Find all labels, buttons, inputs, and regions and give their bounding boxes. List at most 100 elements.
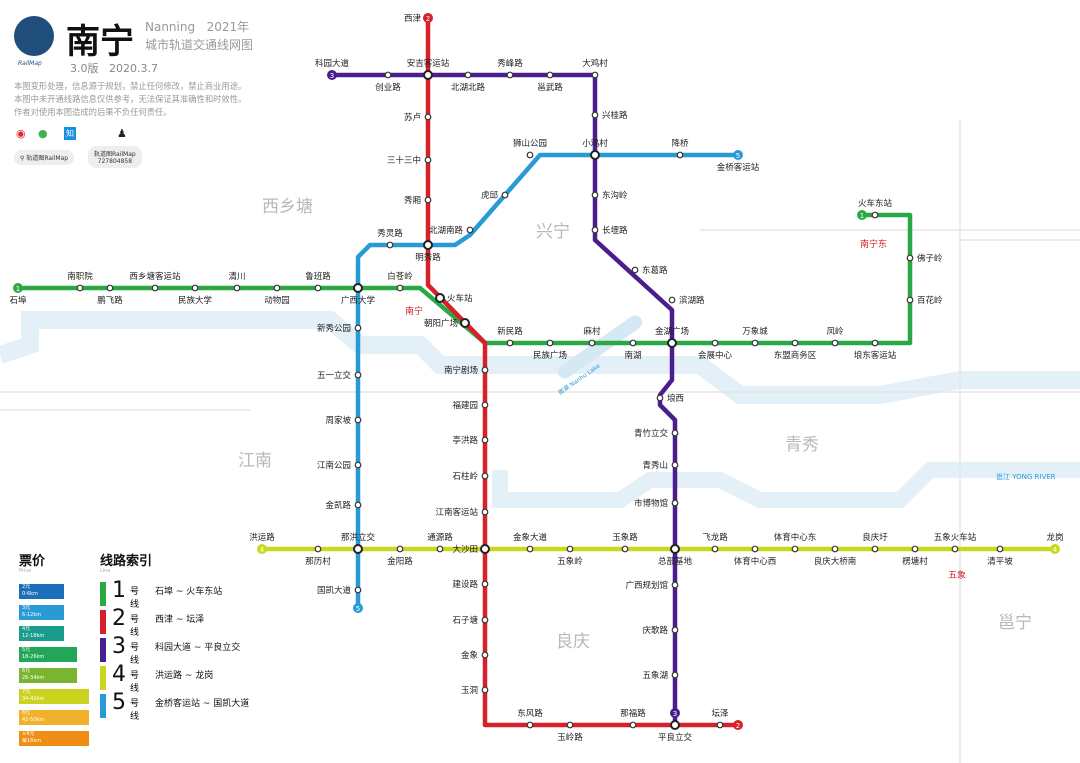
station[interactable]: 五象湖 [642,670,679,681]
station[interactable]: 石柱岭 [452,471,489,482]
station[interactable]: 秀厢 [404,195,432,206]
station[interactable]: 金象大道 [513,532,548,553]
station[interactable]: 五一立交 [317,370,362,381]
station[interactable]: 民族大学 [178,284,213,306]
station[interactable]: 兴桂路 [591,110,628,121]
station[interactable]: 新民路 [497,326,523,347]
station[interactable]: 坛泽 [711,708,729,729]
station[interactable]: 秀灵路 [377,228,403,249]
station[interactable]: 玉洞 [461,685,489,696]
station[interactable]: 秀峰路 [497,58,523,79]
station[interactable]: 火车东站 [858,198,893,219]
station[interactable]: 东风路 [517,708,543,729]
station[interactable]: 金凯路 [325,500,362,511]
station[interactable]: 三十三中 [387,155,432,166]
station[interactable]: 南职院 [67,271,93,292]
station[interactable]: 青竹立交 [634,428,679,439]
station[interactable]: 麻村 [583,326,601,347]
station-marker [526,151,534,159]
station[interactable]: 广西大学 [341,283,376,306]
station[interactable]: 大沙田 [452,544,490,555]
station[interactable]: 万象城 [742,326,768,347]
station[interactable]: 明秀路 [415,240,441,263]
station[interactable]: 埌东客运站 [854,339,897,361]
station[interactable]: 新秀公园 [317,323,362,334]
station[interactable]: 玉岭路 [557,721,583,743]
station[interactable]: 小鸡村 [582,138,608,160]
wechat-icon[interactable]: ● [38,127,48,140]
station[interactable]: 石子塘 [452,615,489,626]
station[interactable]: 福建园 [452,400,489,411]
station[interactable]: 总部基地 [658,544,693,567]
station[interactable]: 南宁剧场 [444,365,489,376]
station[interactable]: 降桥 [671,138,689,159]
station[interactable]: 苏卢 [404,112,432,123]
station[interactable]: 邕武路 [537,71,563,93]
station[interactable]: 金象 [461,650,489,661]
station[interactable]: 大鸡村 [582,58,608,79]
station[interactable]: 东沟岭 [591,190,628,201]
station[interactable]: 滨湖路 [668,295,705,306]
station[interactable]: 青秀山 [642,460,679,471]
station[interactable]: 东盟商务区 [774,339,817,361]
station[interactable]: 亭洪路 [452,435,489,446]
station[interactable]: 五象岭 [557,545,583,567]
station[interactable]: 体育中心东 [774,532,817,553]
station[interactable]: 北湖南路 [429,225,474,236]
station[interactable]: 动物园 [264,284,290,306]
metro-line-5[interactable] [355,152,738,608]
station[interactable]: 江南客运站 [435,507,489,518]
station[interactable]: 白苍岭 [387,271,413,292]
station[interactable]: 西乡塘客运站 [129,271,181,292]
station[interactable]: 通源路 [427,532,453,553]
station[interactable]: 江南公园 [317,460,362,471]
interchange-marker [460,318,470,328]
station[interactable]: 佛子岭 [906,253,943,264]
metro-line-3[interactable] [332,72,678,725]
station[interactable]: 那福路 [620,708,646,729]
station[interactable]: 民族广场 [533,339,567,361]
station[interactable]: 国凯大道 [317,585,362,596]
station[interactable]: 庆歌路 [642,625,679,636]
station[interactable]: 平良立交 [658,720,693,743]
station[interactable]: 楞塘村 [902,545,928,567]
station[interactable]: 清川 [228,271,246,292]
station[interactable]: 玉象路 [612,532,638,553]
station[interactable]: 体育中心西 [734,545,777,567]
station[interactable]: 北湖北路 [451,71,486,93]
station[interactable]: 五象火车站 [934,532,977,553]
station[interactable]: 那历村 [305,545,331,567]
nanning-east-station-label: 南宁东 [860,238,887,250]
station[interactable]: 火车站 [435,293,473,304]
station[interactable]: 良庆大桥南 [814,545,857,567]
station[interactable]: 埌西 [656,393,684,404]
station[interactable]: 鲁班路 [305,271,331,292]
station[interactable]: 凤岭 [826,326,844,347]
station[interactable]: 鹏飞路 [97,284,123,306]
station[interactable]: 长堽路 [591,225,628,236]
station[interactable]: 金湖广场 [655,326,689,348]
station[interactable]: 周家坡 [325,415,362,426]
station[interactable]: 市博物馆 [634,498,679,509]
search-railmap-button[interactable]: ⚲ 轨道图RailMap [14,150,75,165]
station[interactable]: 狮山公园 [513,138,547,159]
station[interactable]: 广西规划馆 [625,580,679,591]
station[interactable]: 良庆圩 [862,532,888,553]
station[interactable]: 东葛路 [631,265,668,276]
station[interactable]: 百花岭 [906,295,943,306]
station[interactable]: 创业路 [375,71,401,93]
zhihu-icon[interactable]: 知 [64,127,76,140]
station[interactable]: 会展中心 [698,339,733,361]
station[interactable]: 安吉客运站 [407,58,450,80]
station[interactable]: 清平坡 [987,545,1013,567]
qq-icon[interactable]: ♟ [117,127,127,140]
station[interactable]: 朝阳广场 [424,318,470,329]
weibo-icon[interactable]: ◉ [16,127,26,140]
station[interactable]: 那洪立交 [341,532,376,554]
station[interactable]: 虎邱 [481,190,509,201]
station[interactable]: 金阳路 [387,545,413,567]
station[interactable]: 飞龙路 [702,532,728,553]
station[interactable]: 南湖 [624,339,642,361]
station-marker [424,196,432,204]
station[interactable]: 建设路 [452,579,489,590]
